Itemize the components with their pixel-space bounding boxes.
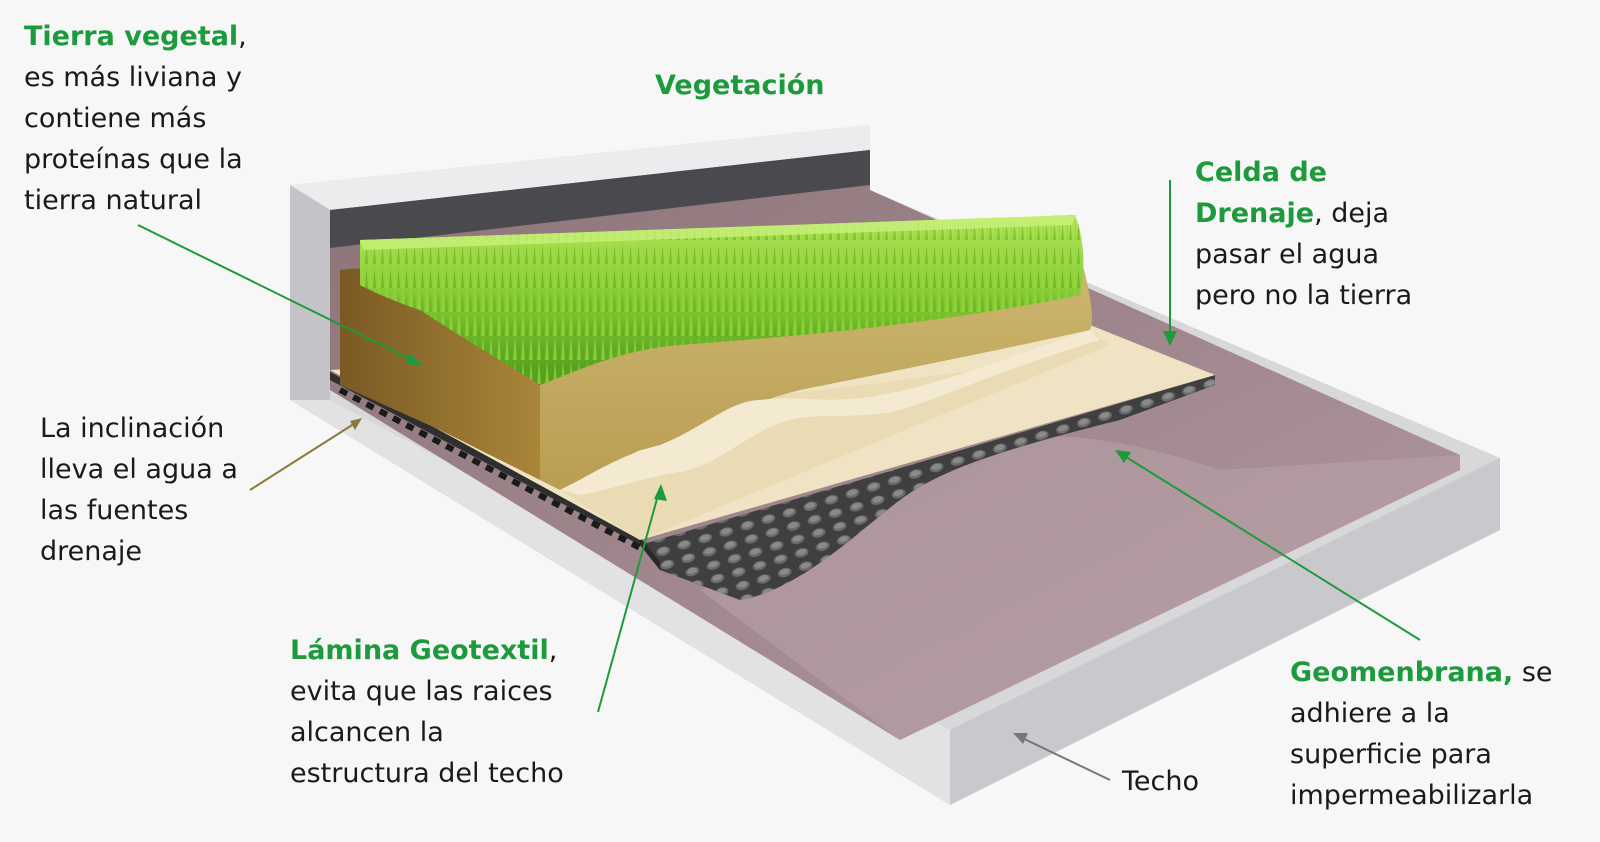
label-inclinacion-line-1: La inclinación <box>40 413 225 444</box>
label-geomembrana-line-1: adhiere a la <box>1290 698 1450 729</box>
label-lamina-line-3: estructura del techo <box>290 758 564 789</box>
label-geomembrana: Geomenbrana, se adhiere a la superficie … <box>1290 652 1553 816</box>
label-inclinacion-line-2: lleva el agua a <box>40 454 238 485</box>
label-geomembrana-rest: se <box>1513 657 1553 688</box>
label-inclinacion: La inclinación lleva el agua a las fuent… <box>40 408 238 572</box>
label-celda-highlight-1: Celda de <box>1195 157 1327 188</box>
label-geomembrana-highlight: Geomenbrana, <box>1290 657 1514 688</box>
label-celda-drenaje: Celda de Drenaje, deja pasar el agua per… <box>1195 152 1412 316</box>
arrow-head-geomembrana <box>1115 450 1131 463</box>
label-tierra-line-3: proteínas que la <box>24 144 243 175</box>
label-lamina-line-1: evita que las raices <box>290 676 553 707</box>
arrow-head-celda <box>1163 331 1177 346</box>
label-tierra-line-1: es más liviana y <box>24 62 243 93</box>
vegetation-layer <box>360 215 1084 385</box>
label-lamina-geotextil: Lámina Geotextil, evita que las raices a… <box>290 630 564 794</box>
label-inclinacion-line-3: las fuentes <box>40 495 189 526</box>
label-tierra-rest: , <box>238 21 247 52</box>
label-celda-line-2: pero no la tierra <box>1195 280 1413 311</box>
label-geomembrana-line-3: impermeabilizarla <box>1290 780 1534 811</box>
label-techo: Techo <box>1122 766 1199 797</box>
arrow-head-lamina <box>654 484 667 501</box>
callout-arrows <box>137 180 1421 781</box>
label-lamina-rest: , <box>548 635 558 666</box>
arrow-head-techo <box>1013 733 1028 744</box>
label-tierra-line-4: tierra natural <box>24 185 203 216</box>
label-geomembrana-line-2: superficie para <box>1290 739 1492 770</box>
arrow-head-tierra <box>405 353 422 365</box>
label-celda-rest: , deja <box>1314 198 1390 229</box>
label-celda-highlight-2: Drenaje <box>1195 198 1315 229</box>
label-lamina-line-2: alcancen la <box>290 717 444 748</box>
label-tierra-highlight: Tierra vegetal <box>24 21 239 52</box>
diagram-title: Vegetación <box>655 70 825 101</box>
label-tierra-vegetal: Tierra vegetal, es más liviana y contien… <box>24 16 247 221</box>
arrow-head-inclinacion <box>350 418 362 430</box>
label-inclinacion-line-4: drenaje <box>40 536 143 567</box>
label-lamina-highlight: Lámina Geotextil <box>290 635 549 666</box>
label-celda-line-1: pasar el agua <box>1195 239 1380 270</box>
label-tierra-line-2: contiene más <box>24 103 207 134</box>
